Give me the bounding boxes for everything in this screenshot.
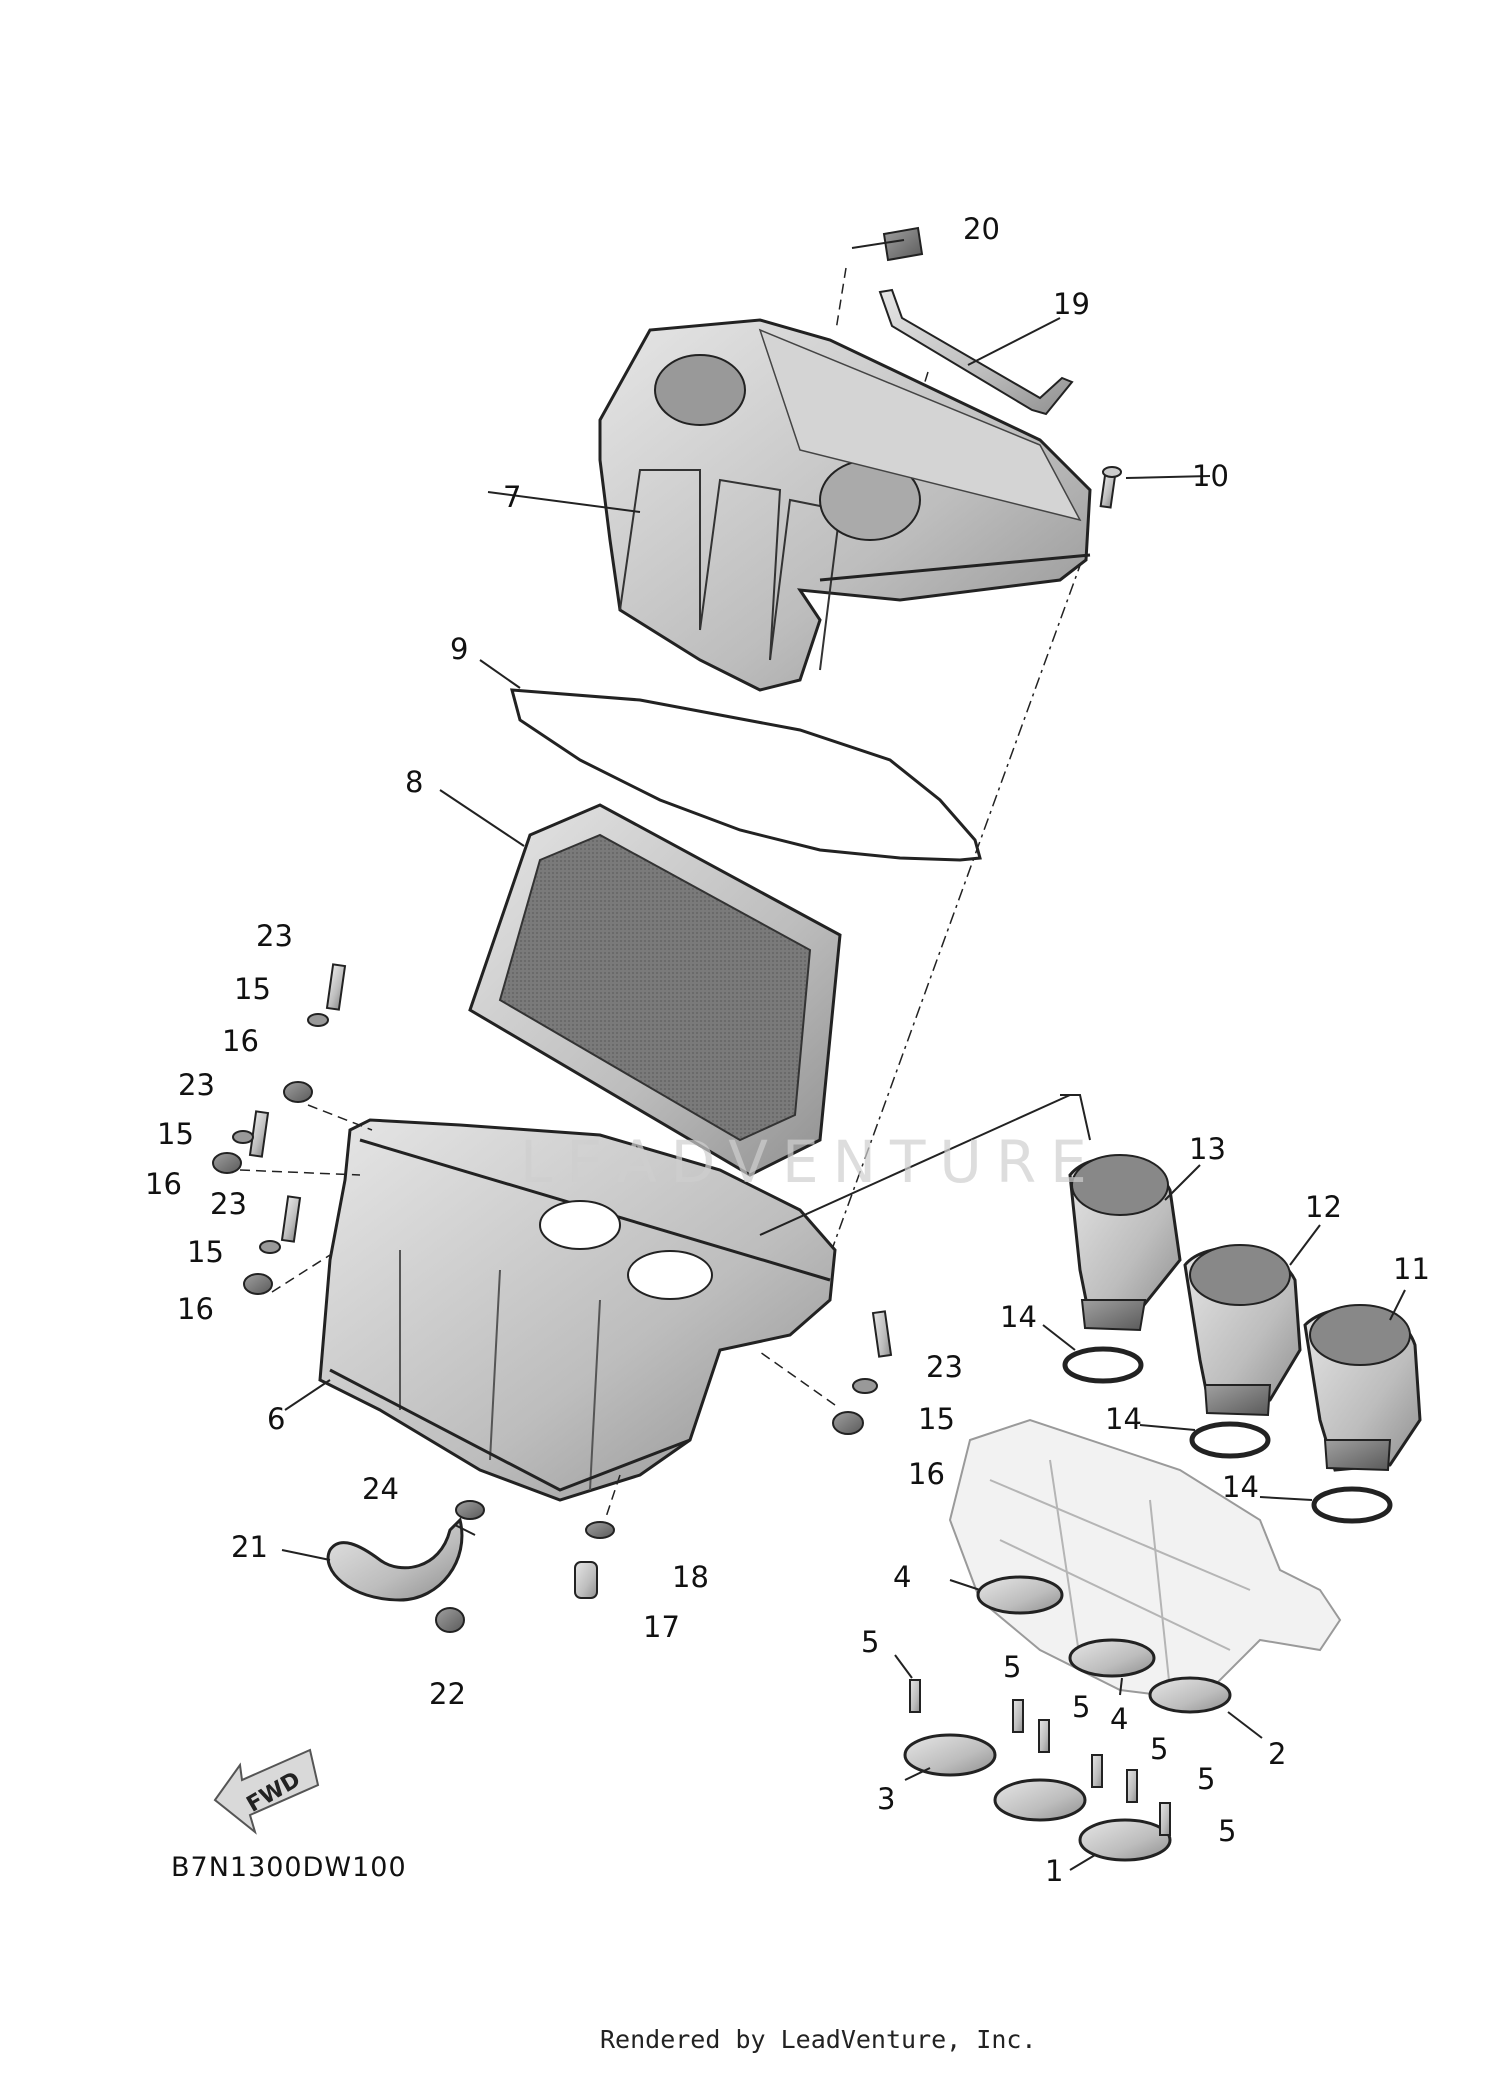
callout-2: 2 [1268,1737,1287,1771]
callout-5-d: 5 [1150,1732,1169,1766]
render-credit: Rendered by LeadVenture, Inc. [600,2025,1037,2054]
throttle-body-assembly [948,1418,1342,1702]
callout-15-top: 15 [234,972,271,1006]
callout-10: 10 [1192,459,1229,493]
part-7-airbox-cover [487,318,1092,692]
callout-9: 9 [450,632,469,666]
part-21-drain-hose [281,1500,485,1633]
callout-17: 17 [643,1610,680,1644]
callout-11: 11 [1393,1252,1430,1286]
part-11-funnel [1303,1289,1422,1472]
callout-23-mid: 23 [178,1068,215,1102]
callout-19: 19 [1053,287,1090,321]
fasteners-left [212,963,373,1295]
callout-16-low: 16 [177,1292,214,1326]
callout-8: 8 [405,765,424,799]
diagram-code: B7N1300DW100 [171,1852,407,1883]
callout-14-b: 14 [1105,1402,1142,1436]
callout-5-a: 5 [861,1625,880,1659]
part-13-funnel [1068,1154,1201,1332]
part-17-18-grommets [574,1474,621,1599]
callout-21: 21 [231,1530,268,1564]
part-10-screw [809,466,1211,1311]
callout-23-top: 23 [256,919,293,953]
callout-4-b: 4 [1110,1702,1129,1736]
callout-16-top: 16 [222,1024,259,1058]
callout-13: 13 [1189,1132,1226,1166]
callout-24: 24 [362,1472,399,1506]
part-9-gasket [479,659,982,862]
callout-7: 7 [503,480,522,514]
callout-18: 18 [672,1560,709,1594]
fasteners-right [759,1310,893,1435]
callout-23-right: 23 [926,1350,963,1384]
callout-6: 6 [267,1402,286,1436]
part-1-3-joints [903,1733,1172,1871]
callout-5-f: 5 [1218,1814,1237,1848]
callout-14-c: 14 [1222,1470,1259,1504]
callout-5-e: 5 [1197,1762,1216,1796]
callout-23-low: 23 [210,1187,247,1221]
callout-12: 12 [1305,1190,1342,1224]
callout-3: 3 [877,1782,896,1816]
part-14-clamps [1042,1324,1393,1524]
callout-1: 1 [1045,1854,1064,1888]
callout-5-c: 5 [1072,1690,1091,1724]
callout-15-right: 15 [918,1402,955,1436]
callout-15-low: 15 [187,1235,224,1269]
part-8-air-filter [439,789,842,1177]
part-5-screws [894,1654,1171,1836]
callout-22: 22 [429,1677,466,1711]
part-4-2-rings [949,1575,1263,1739]
callout-16-right: 16 [908,1457,945,1491]
part-20-plate [835,226,924,331]
callout-14-a: 14 [1000,1300,1037,1334]
callout-4-a: 4 [893,1560,912,1594]
watermark: LEADVENTURE [520,1128,1101,1196]
callout-16-mid: 16 [145,1167,182,1201]
callout-15-mid: 15 [157,1117,194,1151]
part-12-funnel [1183,1224,1321,1417]
callout-5-b: 5 [1003,1650,1022,1684]
fwd-arrow-icon [213,1748,320,1835]
callout-20: 20 [963,212,1000,246]
part-6-airbox-lower [284,1094,1091,1502]
